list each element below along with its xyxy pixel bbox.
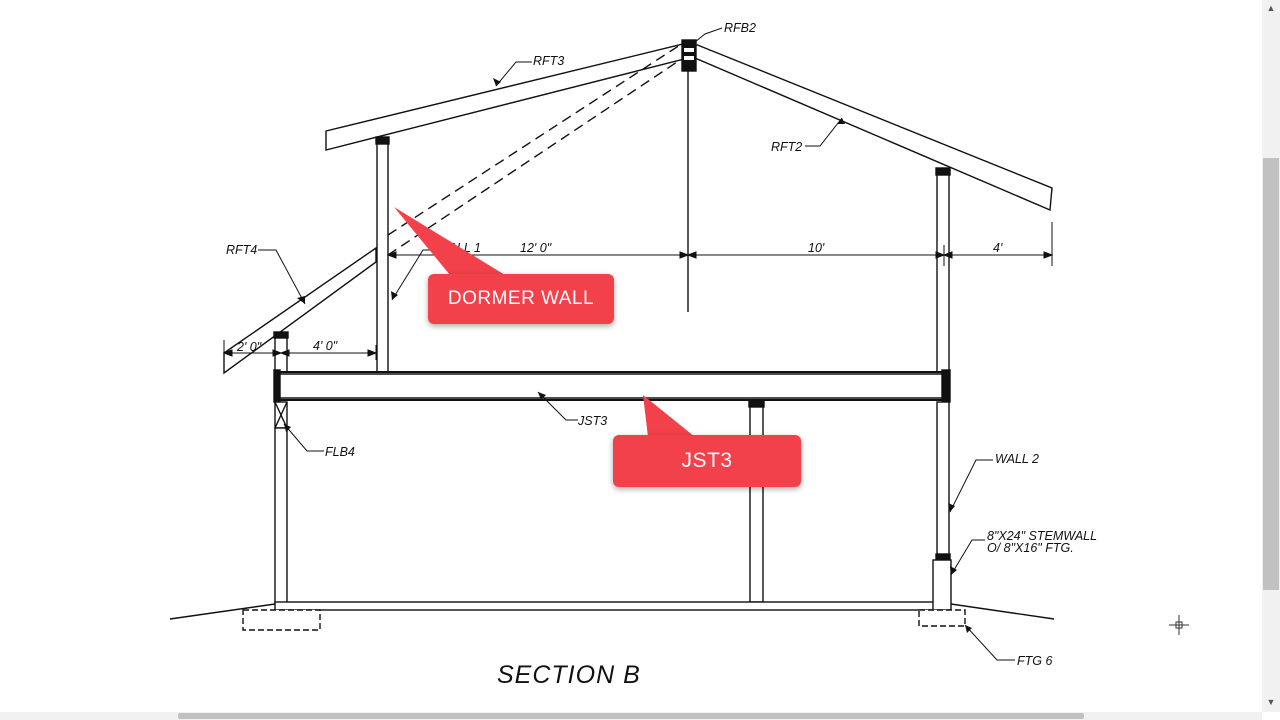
label-wall2: WALL 2 [995, 452, 1039, 466]
dimension-2ft: 2' 0" [236, 340, 262, 354]
scroll-down-arrow-icon[interactable]: ▼ [1266, 697, 1276, 707]
crosshair-move-icon [1169, 615, 1189, 635]
floor-slab [274, 601, 936, 611]
dimension-10ft: 10' [808, 241, 825, 255]
label-rft4: RFT4 [226, 243, 257, 257]
label-stemwall-line2: O/ 8"X16" FTG. [987, 541, 1074, 555]
lower-right-wall [936, 401, 950, 557]
label-flb4: FLB4 [325, 445, 355, 459]
hidden-rafter-bottom [387, 59, 681, 256]
label-jst3: JST3 [577, 414, 607, 428]
label-rft3: RFT3 [533, 54, 564, 68]
scroll-up-arrow-icon[interactable]: ▲ [1266, 3, 1276, 13]
rafter-rft2 [694, 42, 1053, 212]
right-upper-stud [936, 171, 950, 373]
dimension-4ft-left: 4' 0" [313, 339, 338, 353]
label-rft2: RFT2 [771, 140, 802, 154]
callout-dormer-pointer [394, 207, 505, 275]
vertical-scrollbar-thumb[interactable] [1263, 158, 1279, 590]
callout-dormer-wall: DORMER WALL [428, 274, 614, 324]
label-rfb2: RFB2 [724, 21, 756, 35]
ridge-beam [681, 39, 697, 72]
label-stemwall-line1: 8"X24" STEMWALL [987, 529, 1097, 543]
floor-joist-jst3 [274, 371, 950, 401]
footing-right [918, 609, 966, 627]
rafter-rft4 [223, 246, 377, 375]
hidden-rafter-top [387, 44, 681, 236]
grade-right [950, 603, 1055, 620]
callout-jst3-pointer [643, 395, 695, 437]
lower-left-wall [274, 427, 288, 604]
footing-left [242, 609, 321, 631]
dimension-4ft: 4' [993, 241, 1003, 255]
label-ftg6: FTG 6 [1017, 654, 1052, 668]
section-title: SECTION B [497, 661, 641, 689]
callout-jst3: JST3 [613, 435, 801, 487]
section-b-drawing: RFB2 RFT3 RFT2 RFT4 WALL 1 JST3 FLB4 WAL… [169, 21, 1097, 689]
drawing-viewer[interactable]: RFB2 RFT3 RFT2 RFT4 WALL 1 JST3 FLB4 WAL… [0, 0, 1262, 712]
grade-left [169, 603, 276, 620]
stemwall [932, 559, 952, 611]
horizontal-scrollbar-thumb[interactable] [178, 713, 1084, 719]
center-post [749, 403, 764, 603]
dimension-12ft: 12' 0" [520, 241, 552, 255]
dormer-wall-stud [376, 140, 389, 373]
rafter-rft3 [325, 43, 689, 151]
